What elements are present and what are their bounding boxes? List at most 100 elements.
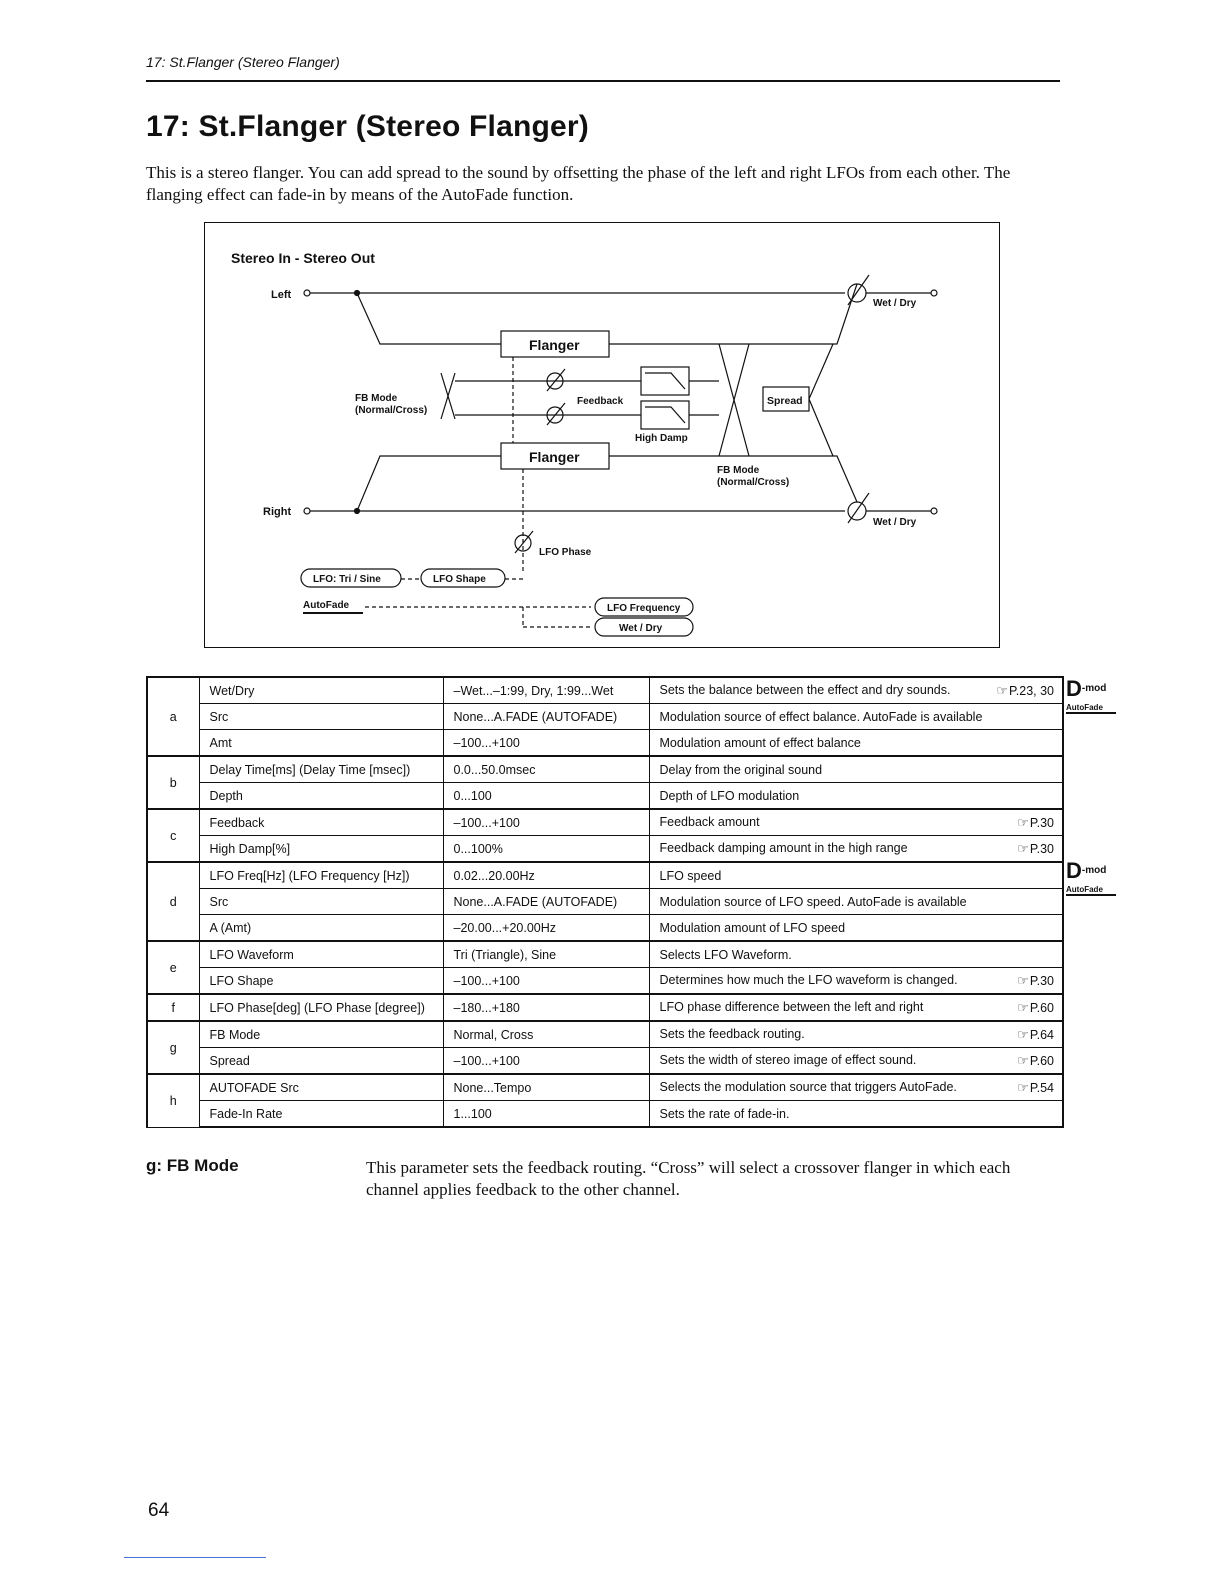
- param-name: LFO Phase[deg] (LFO Phase [degree]): [198, 993, 444, 1022]
- param-name: High Damp[%]: [198, 835, 444, 863]
- param-name: Delay Time[ms] (Delay Time [msec]): [198, 755, 444, 783]
- param-name: A (Amt): [198, 914, 444, 942]
- param-range: –100...+100: [442, 967, 650, 995]
- group-label: h: [146, 1073, 200, 1128]
- param-desc: Feedback amountP.30: [648, 808, 1064, 836]
- param-name: Fade-In Rate: [198, 1100, 444, 1128]
- param-range: 0.02...20.00Hz: [442, 861, 650, 889]
- lfo-tri-sine-block: [300, 568, 402, 588]
- right-to-flanger-line: [356, 455, 501, 512]
- param-desc: LFO speed: [648, 861, 1064, 889]
- param-name: Feedback: [198, 808, 444, 836]
- fb-mode-left-label-1: FB Mode: [355, 393, 398, 404]
- lfo-frequency-block: [594, 597, 694, 617]
- spread-label: Spread: [767, 395, 803, 407]
- dmod-autofade-badge-d: D-mod AutoFade: [1066, 860, 1122, 900]
- left-input-terminal: [303, 289, 311, 297]
- group-label: c: [146, 808, 200, 863]
- dmod-letter: D: [1066, 676, 1082, 701]
- page-ref: P.64: [1017, 1027, 1054, 1043]
- param-desc: Sets the rate of fade-in.: [648, 1100, 1064, 1128]
- section-body: This parameter sets the feedback routing…: [366, 1158, 1011, 1199]
- signal-flow-svg: Stereo In - Stereo Out Left Right Wet / …: [231, 250, 938, 637]
- table-row: Spread –100...+100 Sets the width of ste…: [147, 1047, 1064, 1075]
- spread-right-out: [808, 398, 834, 457]
- param-name: FB Mode: [198, 1020, 444, 1048]
- fb-cross-b: [718, 343, 750, 457]
- param-desc: Sets the width of stereo image of effect…: [648, 1047, 1064, 1075]
- diagram-heading: Stereo In - Stereo Out: [231, 250, 375, 266]
- right-output-terminal: [930, 507, 938, 515]
- page-ref: P.30: [1017, 815, 1054, 831]
- param-desc: LFO phase difference between the left an…: [648, 993, 1064, 1022]
- table-row: Src None...A.FADE (AUTOFADE) Modulation …: [147, 703, 1064, 730]
- intro-paragraph: This is a stereo flanger. You can add sp…: [146, 163, 1011, 204]
- group-label: g: [146, 1020, 200, 1075]
- lfo-shape-block: [420, 568, 506, 588]
- autofade-label: AutoFade: [303, 600, 350, 611]
- page-ref: P.23, 30: [996, 683, 1054, 699]
- page-title: 17: St.Flanger (Stereo Flanger): [146, 110, 589, 143]
- param-name: Src: [198, 888, 444, 915]
- param-range: –100...+100: [442, 808, 650, 836]
- wet-dry-right-label: Wet / Dry: [873, 517, 917, 528]
- param-name: Wet/Dry: [198, 676, 444, 704]
- page-ref: P.60: [1017, 1000, 1054, 1016]
- table-row: f LFO Phase[deg] (LFO Phase [degree]) –1…: [146, 993, 1064, 1022]
- high-damp-right-filter: [640, 400, 690, 430]
- table-row: b Delay Time[ms] (Delay Time [msec]) 0.0…: [146, 755, 1064, 810]
- feedback-label: Feedback: [577, 396, 624, 407]
- dmod-icon: D-mod: [1066, 676, 1106, 701]
- section-label: g: FB Mode: [146, 1156, 239, 1175]
- table-row: d LFO Freq[Hz] (LFO Frequency [Hz]) 0.02…: [146, 861, 1064, 942]
- high-damp-left-filter: [640, 366, 690, 396]
- left-output-terminal: [930, 289, 938, 297]
- param-desc: Determines how much the LFO waveform is …: [648, 967, 1064, 995]
- param-name: Spread: [198, 1047, 444, 1075]
- high-damp-right-curve: [645, 406, 686, 424]
- header-rule: [146, 80, 1060, 82]
- param-range: 0...100: [442, 782, 650, 810]
- left-wet-path: [815, 283, 858, 345]
- param-name: Src: [198, 703, 444, 730]
- group-label: b: [146, 755, 200, 810]
- dmod-sup: -mod: [1081, 865, 1107, 876]
- param-range: –100...+100: [442, 729, 650, 757]
- param-range: 0.0...50.0msec: [442, 755, 650, 783]
- table-row: A (Amt) –20.00...+20.00Hz Modulation amo…: [147, 914, 1064, 942]
- lfo-tri-sine-label: LFO: Tri / Sine: [313, 574, 381, 585]
- wet-dry-left-label: Wet / Dry: [873, 298, 917, 309]
- table-row: Fade-In Rate 1...100 Sets the rate of fa…: [147, 1100, 1064, 1128]
- feedback-left-knob-arrow: [546, 368, 566, 392]
- table-row: h AUTOFADE Src None...Tempo Selects the …: [146, 1073, 1064, 1128]
- table-row: Src None...A.FADE (AUTOFADE) Modulation …: [147, 888, 1064, 915]
- param-range: None...A.FADE (AUTOFADE): [442, 888, 650, 915]
- param-desc: Selects LFO Waveform.: [648, 940, 1064, 968]
- right-wet-path: [815, 455, 858, 503]
- page-ref: P.30: [1017, 973, 1054, 989]
- param-desc: Depth of LFO modulation: [648, 782, 1064, 810]
- table-row: LFO Shape –100...+100 Determines how muc…: [147, 967, 1064, 995]
- param-range: 0...100%: [442, 835, 650, 863]
- page-number: 64: [148, 1500, 170, 1521]
- param-desc: Modulation source of LFO speed. AutoFade…: [648, 888, 1064, 915]
- parameter-table: a Wet/Dry –Wet...–1:99, Dry, 1:99...Wet …: [146, 676, 1064, 1128]
- param-desc: Delay from the original sound: [648, 755, 1064, 783]
- param-name: LFO Waveform: [198, 940, 444, 968]
- table-row: High Damp[%] 0...100% Feedback damping a…: [147, 835, 1064, 863]
- dmod-icon: D-mod: [1066, 858, 1106, 883]
- lfo-control-lines: [365, 357, 591, 628]
- autofade-wet-dry-block: [594, 617, 694, 637]
- param-desc: Modulation source of effect balance. Aut…: [648, 703, 1064, 730]
- lfo-frequency-label: LFO Frequency: [607, 603, 681, 614]
- left-to-flanger-line: [356, 292, 501, 345]
- wet-dry-right-knob-arrow: [847, 492, 870, 524]
- feedback-right-knob-arrow: [546, 402, 566, 426]
- param-range: Tri (Triangle), Sine: [442, 940, 650, 968]
- page-ref: P.60: [1017, 1053, 1054, 1069]
- lfo-phase-knob: [514, 534, 532, 552]
- param-desc: Sets the feedback routing.P.64: [648, 1020, 1064, 1048]
- param-name: LFO Freq[Hz] (LFO Frequency [Hz]): [198, 861, 444, 889]
- param-name: AUTOFADE Src: [198, 1073, 444, 1101]
- table-row: c Feedback –100...+100 Feedback amountP.…: [146, 808, 1064, 863]
